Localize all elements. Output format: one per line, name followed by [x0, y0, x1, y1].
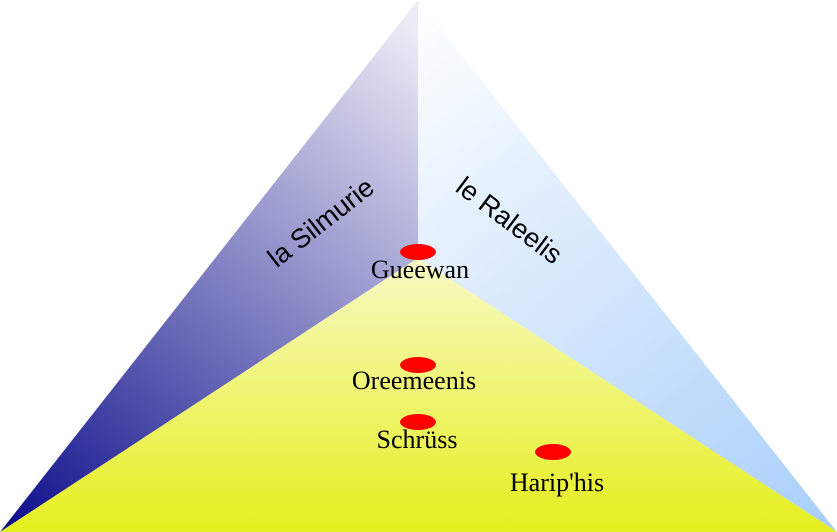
- point-label: Gueewan: [371, 255, 469, 284]
- face-bottom: [0, 258, 837, 532]
- point-label: Oreemeenis: [352, 366, 476, 395]
- point-marker: [400, 414, 436, 430]
- point-marker: [400, 244, 436, 260]
- point-label: Harip'his: [510, 468, 604, 497]
- face-right: [418, 0, 837, 532]
- point-gueewan: Gueewan: [371, 244, 469, 284]
- point-oreemeenis: Oreemeenis: [352, 357, 476, 395]
- point-label: Schrüss: [377, 425, 458, 454]
- point-schruss: Schrüss: [377, 414, 458, 454]
- point-marker: [400, 357, 436, 373]
- point-hariphis: Harip'his: [510, 444, 604, 497]
- point-marker: [535, 444, 571, 460]
- face-left: [0, 0, 418, 532]
